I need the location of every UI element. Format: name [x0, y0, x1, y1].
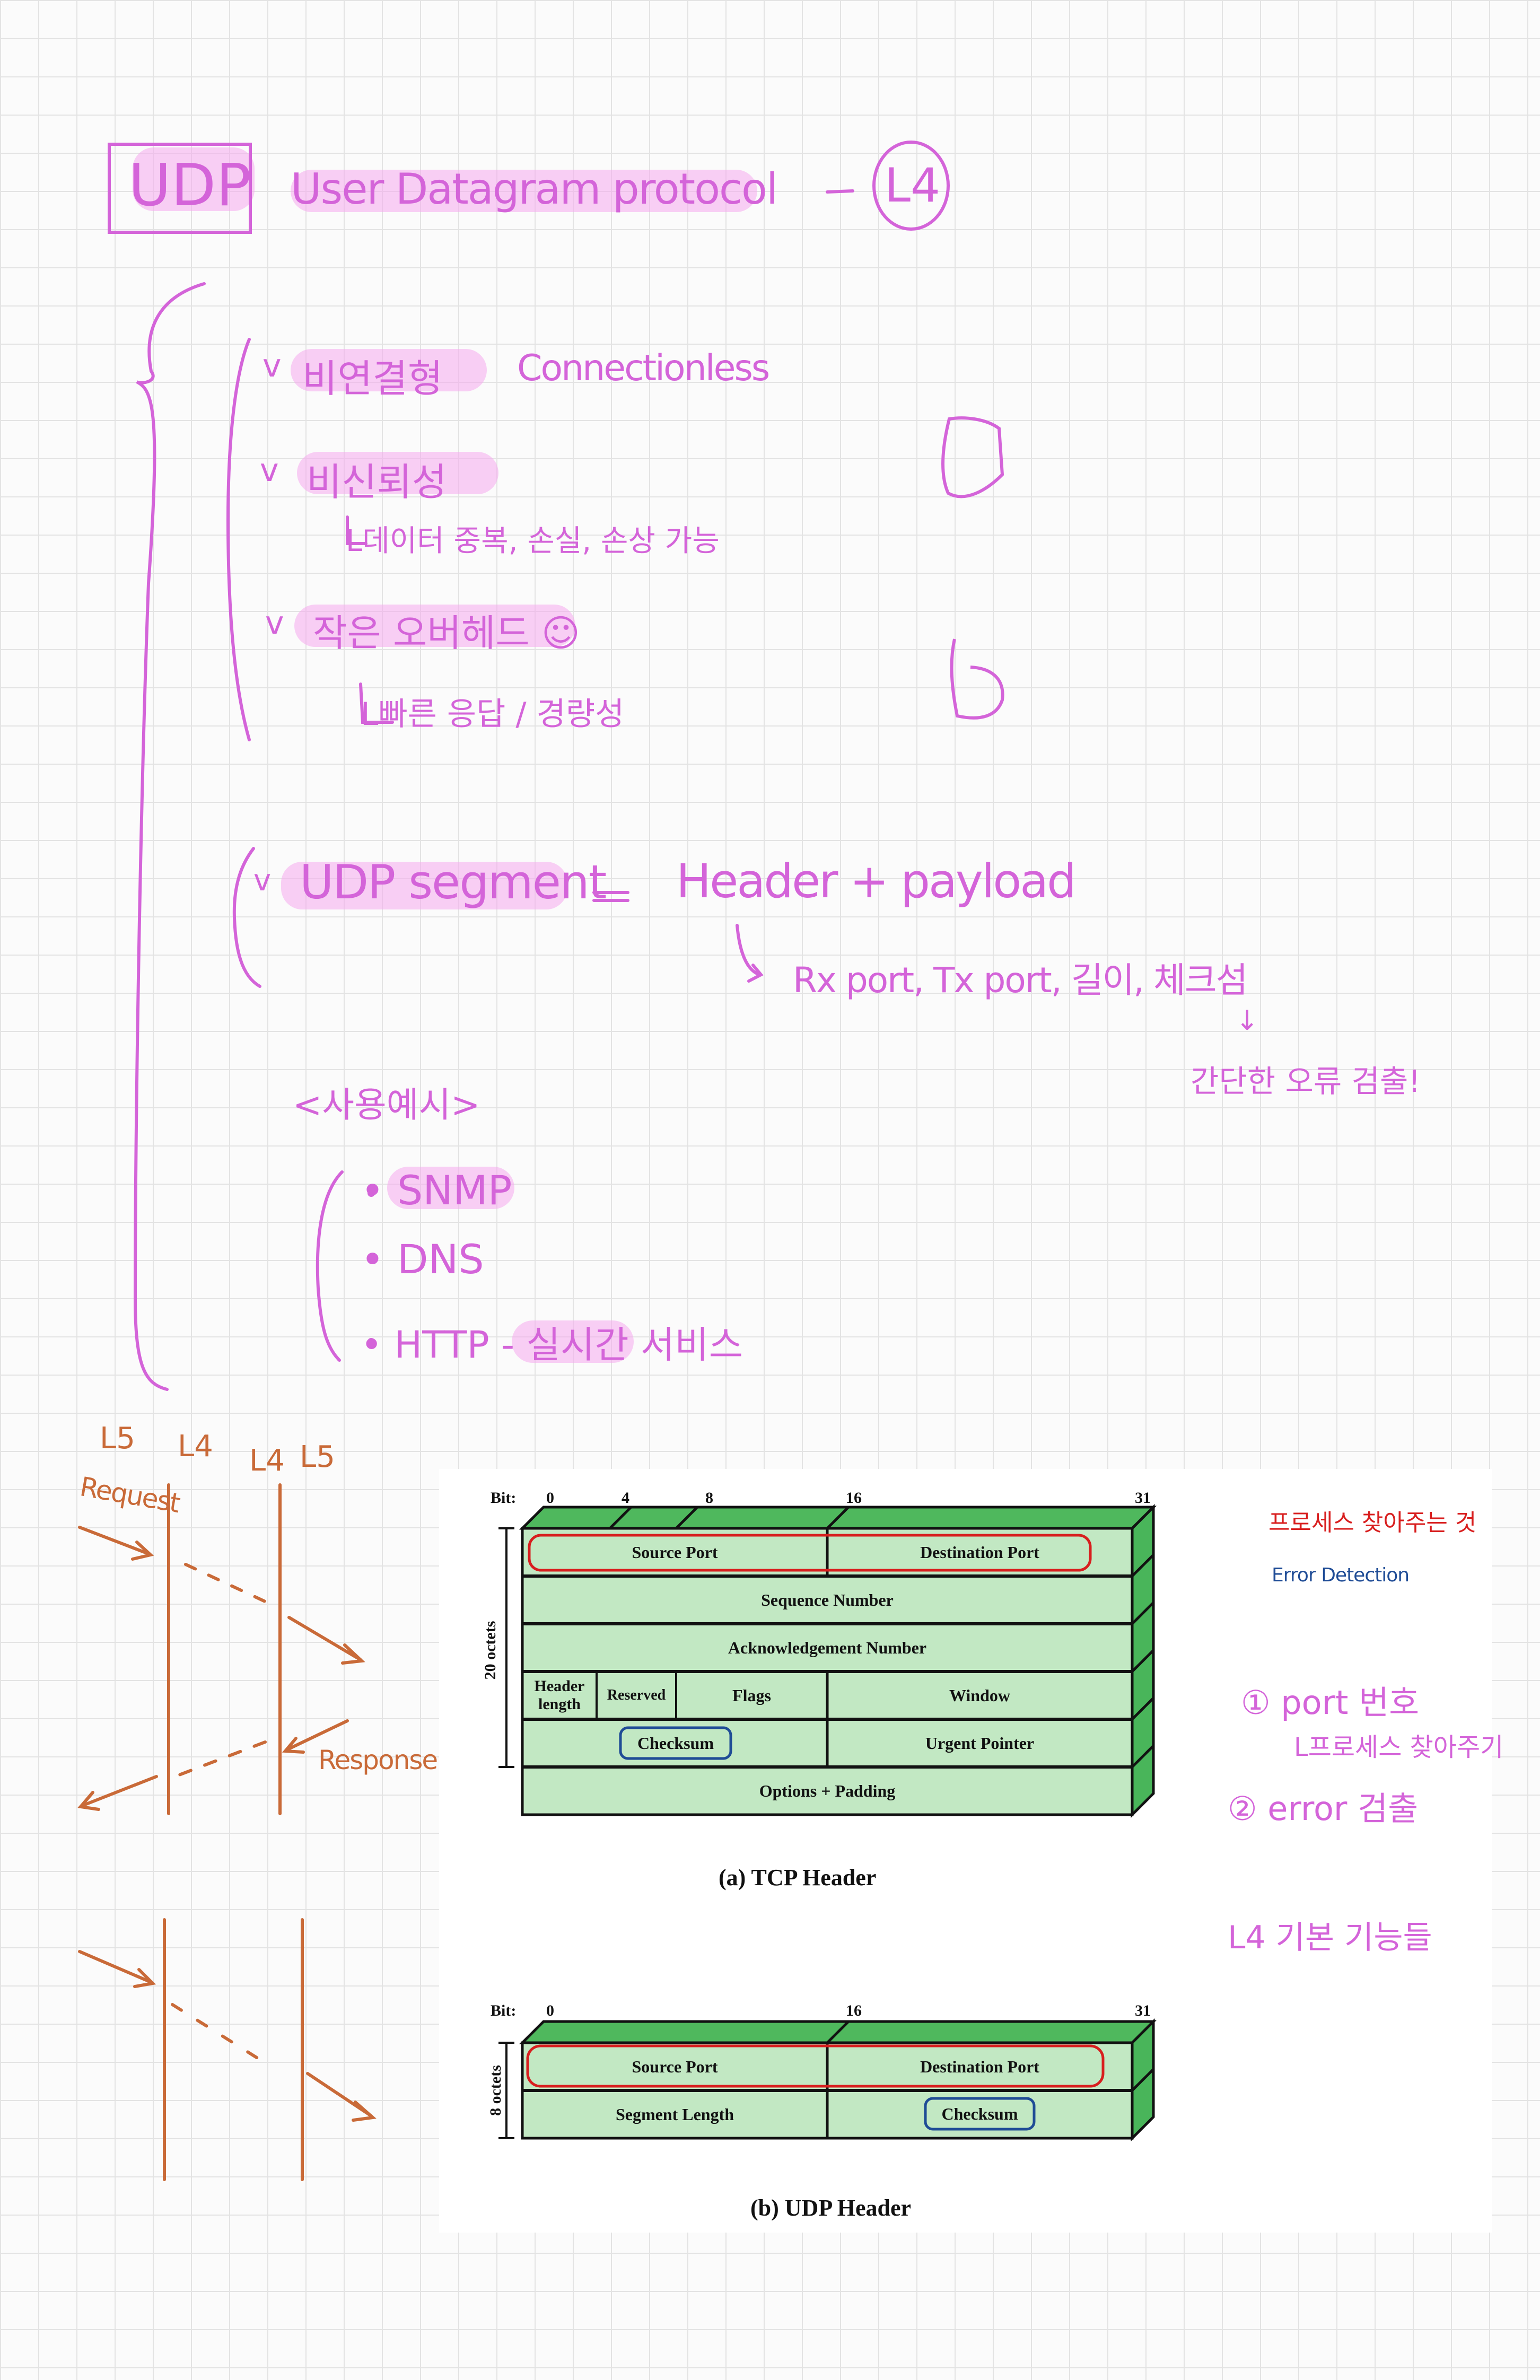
- tcp-bit-4: 4: [622, 1489, 629, 1507]
- feature-3-check: v: [265, 605, 284, 642]
- legend-red: 프로세스 찾아주는 것: [1268, 1509, 1477, 1536]
- segment-formula: Header + payload: [676, 854, 1077, 908]
- note-1-sub: L프로세스 찾아주기: [1294, 1732, 1504, 1762]
- tcp-source-port: Source Port: [632, 1542, 718, 1562]
- highlight-realtime: [512, 1320, 634, 1363]
- feature-1-check: v: [262, 347, 282, 384]
- tcp-sequence-number: Sequence Number: [761, 1590, 894, 1609]
- tcp-checksum: Checksum: [637, 1733, 714, 1753]
- tcp-ack-number: Acknowledgement Number: [728, 1638, 927, 1657]
- udp-source-port: Source Port: [632, 2057, 718, 2076]
- title-abbr: UDP: [128, 151, 251, 219]
- checksum-note: 간단한 오류 검출!: [1191, 1063, 1421, 1099]
- udp-checksum: Checksum: [941, 2104, 1018, 2123]
- legend-blue: Error Detection: [1272, 1564, 1410, 1586]
- segment-term: UDP segment: [300, 855, 607, 909]
- highlight-overhead: [294, 605, 575, 647]
- tcp-bit-31: 31: [1135, 1489, 1151, 1507]
- tcp-bit-label: Bit:: [491, 1489, 517, 1507]
- feature-3-sub: L빠른 응답 / 경량성: [361, 696, 625, 733]
- seq-l4-right: L4: [249, 1443, 285, 1478]
- note-2: ② error 검출: [1228, 1789, 1419, 1828]
- highlight-segment: [281, 862, 567, 909]
- tcp-flags: Flags: [732, 1685, 771, 1705]
- tcp-options-padding: Options + Padding: [759, 1781, 896, 1800]
- title-layer: L4: [885, 158, 941, 213]
- usage-item-http: • HTTP - 실시간 서비스: [361, 1323, 743, 1367]
- udp-bit-31: 31: [1135, 2002, 1151, 2019]
- seq-l5-right: L5: [300, 1440, 335, 1474]
- segment-arrow: ↓: [1236, 1005, 1259, 1037]
- feature-1-note: Connectionless: [517, 347, 770, 389]
- highlight-udp-title: [133, 147, 255, 211]
- usage-item-snmp: • SNMP: [361, 1167, 512, 1214]
- tcp-bit-0: 0: [546, 1489, 554, 1507]
- segment-fields: Rx port, Tx port, 길이, 체크섬: [793, 960, 1248, 1001]
- usage-title: <사용예시>: [293, 1084, 480, 1125]
- title-full: User Datagram protocol: [291, 164, 778, 214]
- seq-l5-left: L5: [100, 1421, 135, 1456]
- seq-l4-left: L4: [178, 1429, 213, 1464]
- segment-check: v: [253, 863, 272, 898]
- usage-item-dns: • DNS: [361, 1236, 484, 1283]
- tcp-reserved: Reserved: [607, 1686, 666, 1703]
- udp-destination-port: Destination Port: [920, 2057, 1039, 2076]
- tcp-window: Window: [949, 1685, 1010, 1705]
- highlight-udp-full: [291, 170, 757, 212]
- feature-3-term: 작은 오버헤드 ☺: [313, 611, 580, 655]
- tcp-destination-port: Destination Port: [920, 1542, 1039, 1562]
- feature-2-term: 비신뢰성: [307, 460, 447, 504]
- highlight-connectionless: [291, 349, 487, 391]
- udp-bit-16: 16: [846, 2002, 862, 2019]
- udp-side-label: 8 octets: [486, 2065, 504, 2116]
- feature-2-sub: L데이터 중복, 손실, 손상 가능: [346, 524, 720, 558]
- seq-response-label: Response: [318, 1745, 438, 1775]
- tcp-header-length: Header length: [534, 1677, 585, 1713]
- udp-bit-0: 0: [546, 2002, 554, 2019]
- feature-1-term: 비연결형: [302, 356, 443, 401]
- tcp-caption: (a) TCP Header: [719, 1865, 877, 1891]
- note-3: L4 기본 기능들: [1228, 1919, 1432, 1956]
- highlight-snmp: [387, 1167, 514, 1209]
- feature-2-check: v: [260, 452, 279, 489]
- udp-caption: (b) UDP Header: [750, 2195, 912, 2221]
- tcp-bit-16: 16: [846, 1489, 862, 1507]
- udp-segment-length: Segment Length: [615, 2104, 734, 2124]
- tcp-urgent-pointer: Urgent Pointer: [925, 1733, 1035, 1753]
- note-1: ① port 번호: [1241, 1683, 1420, 1722]
- highlight-unreliable: [297, 452, 498, 494]
- tcp-bit-8: 8: [705, 1489, 713, 1507]
- udp-bit-label: Bit:: [491, 2002, 517, 2019]
